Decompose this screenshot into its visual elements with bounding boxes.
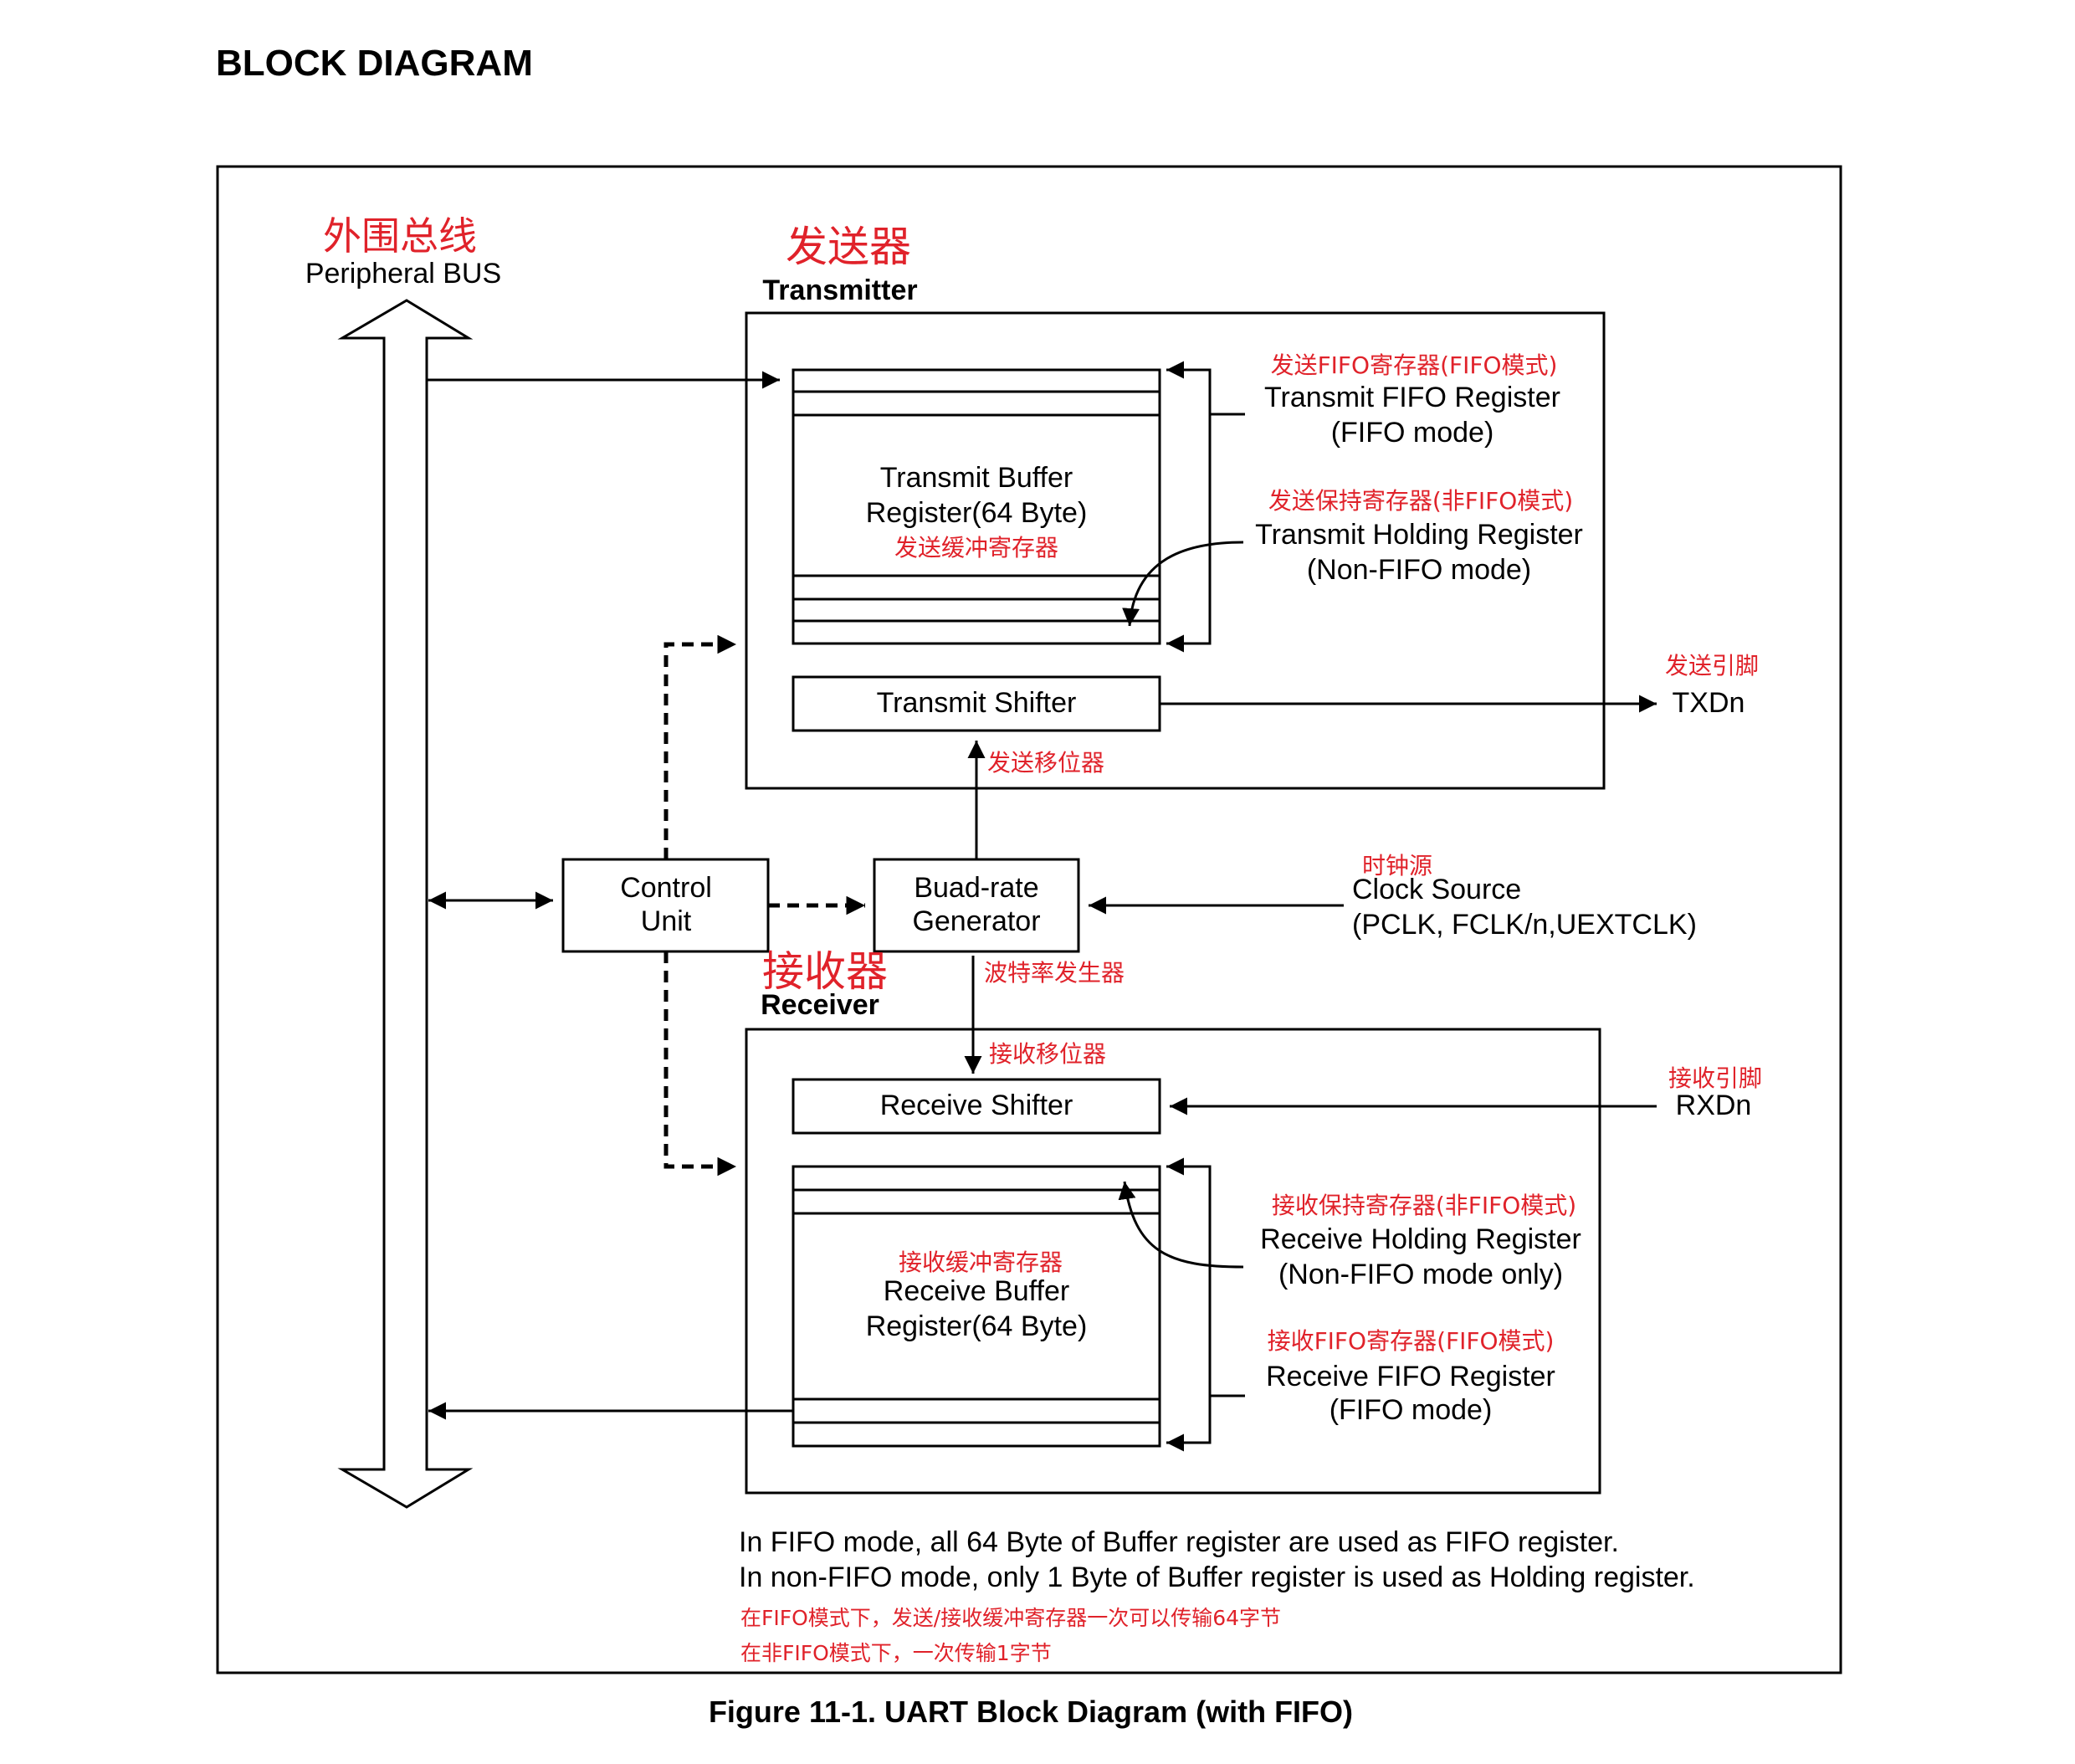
bus-label-en: Peripheral BUS	[305, 258, 501, 290]
receiver-block: 接收器 Receiver 接收移位器 Receive Shifter 接收引脚 …	[745, 947, 1762, 1495]
transmit-shifter-cn: 发送移位器	[987, 749, 1104, 777]
clock-source-cn: 时钟源	[1362, 852, 1432, 879]
control-unit-line1: Control	[620, 872, 712, 904]
clock-source-line1: Clock Source	[1352, 874, 1521, 905]
tx-pin-cn: 发送引脚	[1665, 652, 1759, 679]
transmit-fifo-line1: Transmit FIFO Register	[1264, 382, 1560, 413]
diagram-frame	[216, 165, 1842, 1674]
receive-shifter	[792, 1078, 1161, 1135]
transmitter-label-cn: 发送器	[786, 223, 911, 271]
receiver-frame	[745, 1028, 1601, 1495]
receive-holding-line2: (Non-FIFO mode only)	[1278, 1259, 1563, 1290]
transmitter-frame	[745, 311, 1606, 790]
clock-source-line2: (PCLK, FCLK/n,UEXTCLK)	[1352, 909, 1697, 941]
transmitter-label-en: Transmitter	[762, 274, 917, 306]
transmit-buffer-cn: 发送缓冲寄存器	[894, 534, 1058, 562]
receive-buffer-line1: Receive Buffer	[884, 1275, 1069, 1307]
baud-generator-box	[873, 858, 1080, 953]
baud-generator-line1: Buad-rate	[914, 872, 1038, 904]
tx-pin-label: TXDn	[1673, 687, 1745, 719]
receiver-label-en: Receiver	[761, 989, 879, 1021]
rx-pin-label: RXDn	[1676, 1090, 1752, 1121]
transmitter-block: 发送器 Transmitter Transmit Buffer Register…	[745, 223, 1759, 790]
baud-generator-line2: Generator	[912, 905, 1040, 937]
transmit-buffer-line2: Register(64 Byte)	[866, 497, 1088, 529]
transmit-holding-cn: 发送保持寄存器(非FIFO模式)	[1268, 487, 1573, 515]
bus-label-cn: 外围总线	[323, 213, 477, 259]
receiver-label-cn: 接收器	[762, 947, 888, 996]
baud-rate-generator: Buad-rate Generator 波特率发生器	[873, 858, 1125, 987]
rx-pin-cn: 接收引脚	[1668, 1064, 1762, 1092]
receive-shifter-label: Receive Shifter	[880, 1090, 1073, 1121]
receive-buffer-line2: Register(64 Byte)	[866, 1310, 1088, 1342]
notes: In FIFO mode, all 64 Byte of Buffer regi…	[739, 1526, 1695, 1665]
page-title: BLOCK DIAGRAM	[216, 43, 533, 84]
transmit-shifter-label: Transmit Shifter	[877, 687, 1077, 719]
transmit-buffer-line1: Transmit Buffer	[880, 462, 1073, 494]
figure-caption: Figure 11-1. UART Block Diagram (with FI…	[709, 1695, 1353, 1729]
control-unit-line2: Unit	[641, 905, 692, 937]
receive-fifo-line1: Receive FIFO Register	[1266, 1361, 1555, 1392]
note-cn-line2: 在非FIFO模式下，一次传输1字节	[740, 1641, 1052, 1665]
receive-fifo-line2: (FIFO mode)	[1330, 1394, 1493, 1426]
receive-holding-line1: Receive Holding Register	[1260, 1223, 1581, 1255]
receive-shifter-cn: 接收移位器	[989, 1040, 1106, 1068]
transmit-holding-line1: Transmit Holding Register	[1255, 519, 1583, 551]
control-unit: Control Unit	[561, 858, 770, 953]
peripheral-bus: 外围总线 Peripheral BUS	[305, 213, 501, 1509]
transmit-fifo-line2: (FIFO mode)	[1331, 417, 1494, 449]
receive-holding-cn: 接收保持寄存器(非FIFO模式)	[1272, 1192, 1576, 1219]
receive-fifo-cn: 接收FIFO寄存器(FIFO模式)	[1268, 1327, 1555, 1355]
note-en-line1: In FIFO mode, all 64 Byte of Buffer regi…	[739, 1526, 1619, 1558]
transmit-fifo-cn: 发送FIFO寄存器(FIFO模式)	[1271, 351, 1558, 379]
note-en-line2: In non-FIFO mode, only 1 Byte of Buffer …	[739, 1561, 1695, 1593]
transmit-holding-line2: (Non-FIFO mode)	[1307, 554, 1531, 586]
bus-double-arrow	[337, 299, 474, 1509]
receive-buffer-cn: 接收缓冲寄存器	[899, 1249, 1063, 1276]
baud-generator-cn: 波特率发生器	[984, 959, 1125, 987]
note-cn-line1: 在FIFO模式下，发送/接收缓冲寄存器一次可以传输64字节	[740, 1606, 1281, 1630]
